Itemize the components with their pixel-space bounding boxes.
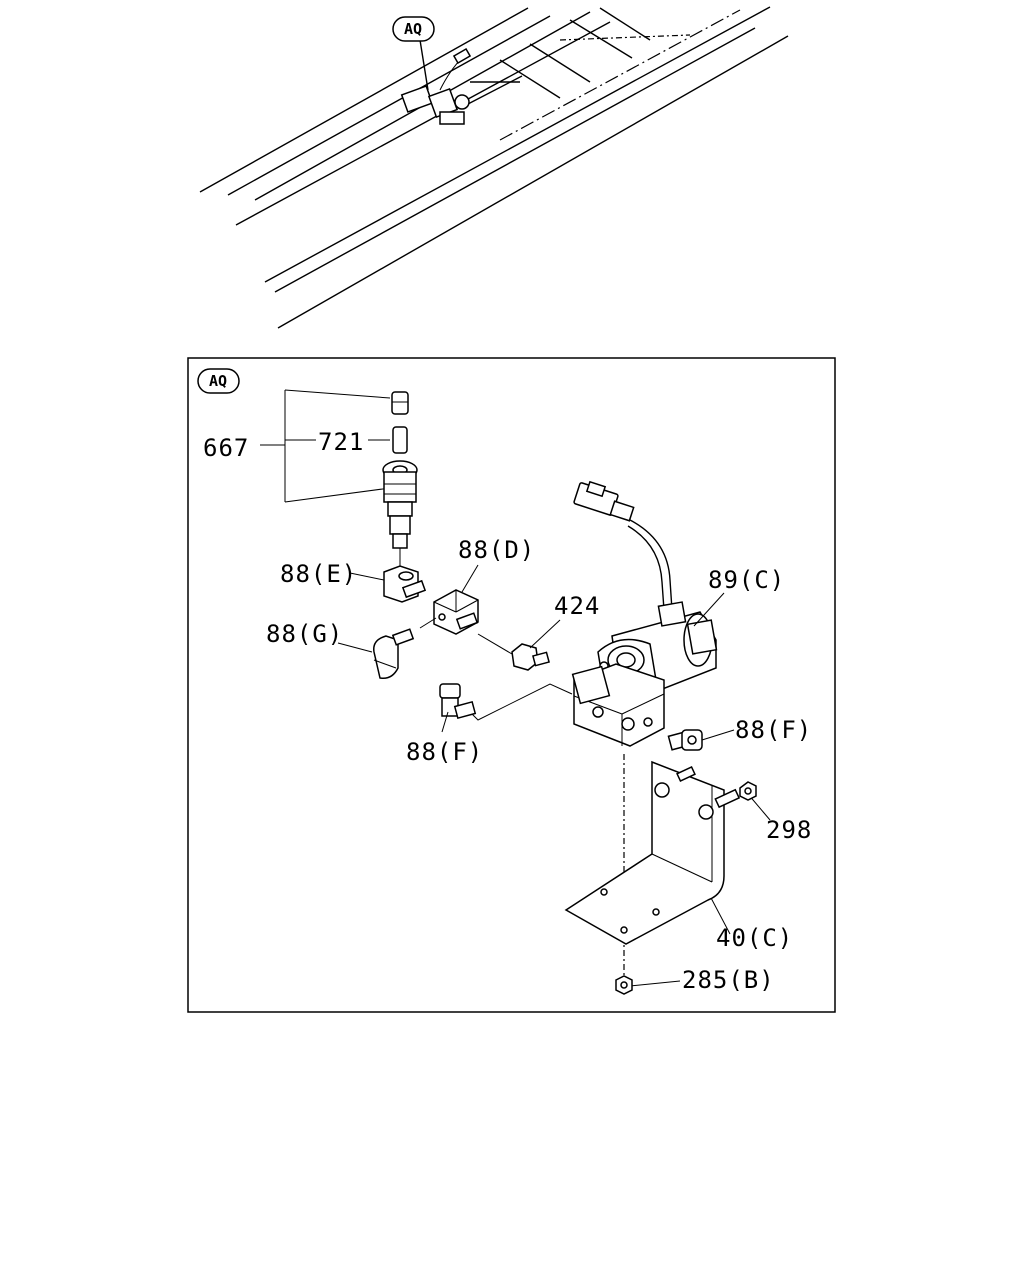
label-721: 721 — [318, 428, 364, 456]
nut-424 — [511, 643, 550, 671]
overview-callout-aq[interactable]: AQ — [392, 16, 435, 42]
label-298: 298 — [766, 816, 812, 844]
connector-plug — [573, 480, 673, 611]
nut-285b — [615, 975, 633, 995]
pin-721 — [392, 426, 408, 454]
svg-text:AQ: AQ — [209, 372, 227, 390]
fitting-88f-right — [667, 729, 703, 751]
cap-part — [391, 391, 409, 415]
label-88f-right: 88(F) — [735, 716, 812, 744]
label-667: 667 — [203, 434, 249, 462]
svg-text:AQ: AQ — [404, 20, 422, 38]
hose-line — [467, 683, 573, 721]
pump-motor-89c — [597, 601, 718, 694]
label-424: 424 — [554, 592, 600, 620]
label-88e: 88(E) — [280, 560, 357, 588]
fitting-88f-left — [439, 683, 477, 720]
label-88g: 88(G) — [266, 620, 343, 648]
label-285b: 285(B) — [682, 966, 775, 994]
label-88f-left: 88(F) — [406, 738, 483, 766]
callout-labels: 667 721 88(E) 88(D) 88(G) 424 89(C) 88(F… — [203, 428, 812, 994]
detail-frame — [187, 357, 836, 1013]
overview-assembly — [400, 39, 472, 125]
sensor-valve-667 — [382, 460, 418, 566]
callout-bracket-667 — [260, 389, 391, 503]
label-89c: 89(C) — [708, 566, 785, 594]
label-88d: 88(D) — [458, 536, 535, 564]
bracket-40c — [564, 760, 725, 945]
fitting-88e — [383, 565, 427, 603]
bolts-298 — [676, 765, 757, 809]
fitting-88g — [373, 628, 415, 680]
fitting-88d — [433, 589, 479, 635]
pump-base-block — [571, 663, 665, 747]
detail-tag-aq: AQ — [197, 368, 240, 394]
label-40c: 40(C) — [716, 924, 793, 952]
overview-frame — [199, 6, 789, 329]
